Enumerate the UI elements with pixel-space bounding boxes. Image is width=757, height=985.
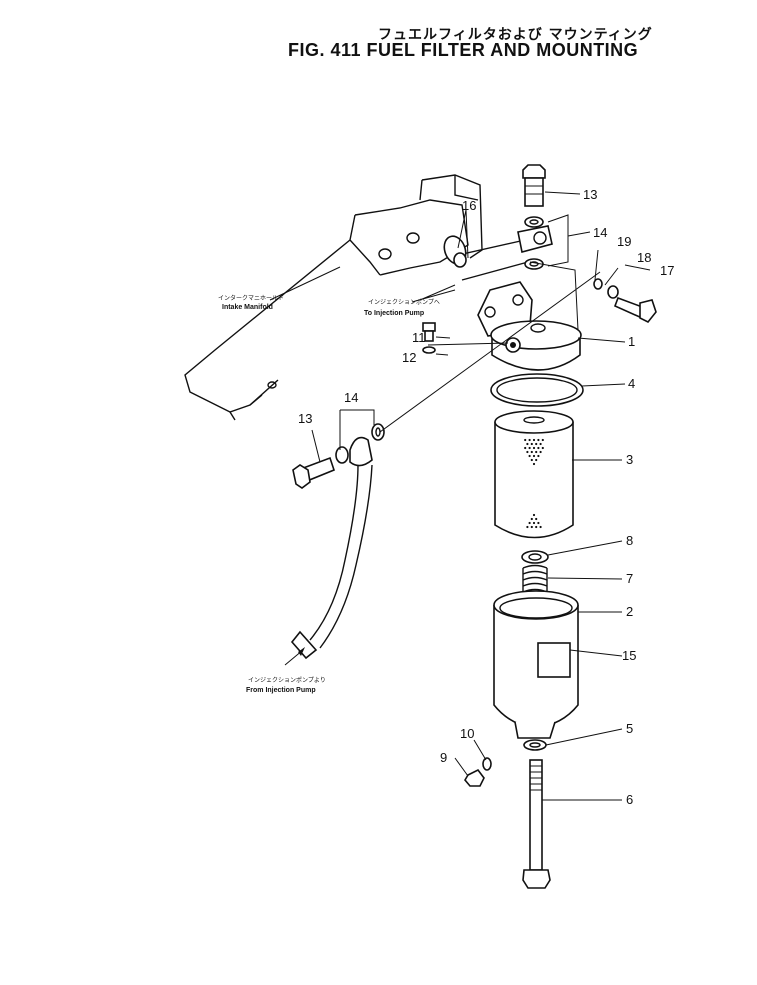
perforation-dot xyxy=(528,446,531,450)
perforation-dot xyxy=(537,438,540,442)
callout-13-upper: 13 xyxy=(583,187,597,202)
callout-14-lower: 14 xyxy=(344,390,358,405)
perforation-dot xyxy=(530,525,533,529)
callout-17: 17 xyxy=(660,263,674,278)
bolt-11-set xyxy=(422,322,436,354)
perforation-dot xyxy=(528,438,531,442)
washer-10 xyxy=(482,757,492,771)
callout-15: 15 xyxy=(622,648,636,663)
perforation-dot xyxy=(530,458,533,462)
callout-8: 8 xyxy=(626,533,633,548)
callouts: 13 14 16 19 18 17 11 12 1 4 3 8 7 2 15 5… xyxy=(298,187,674,807)
callout-11: 11 xyxy=(412,330,426,345)
callout-9: 9 xyxy=(440,750,447,765)
note-intake-jp: インタークマニホールド xyxy=(218,294,284,302)
pipe-to-injection-pump xyxy=(443,225,553,281)
perforation-dot xyxy=(537,521,540,525)
callout-6: 6 xyxy=(626,792,633,807)
perforation-dot xyxy=(535,442,538,446)
perforation-dot xyxy=(526,450,529,454)
drain-plug xyxy=(464,768,485,787)
spring xyxy=(522,564,548,593)
washer-5 xyxy=(523,739,547,751)
note-intake-en: Intake Manifold xyxy=(222,304,273,311)
callout-12: 12 xyxy=(402,350,416,365)
filter-element xyxy=(494,410,574,539)
perforation-dot xyxy=(537,454,540,458)
callout-19: 19 xyxy=(617,234,631,249)
perforation-dot xyxy=(541,438,544,442)
washer-8 xyxy=(521,550,549,564)
notes: インタークマニホールド Intake Manifold インジェクションポンプへ… xyxy=(218,294,440,694)
perforation-dot xyxy=(532,462,536,466)
note-from-pump-en: From Injection Pump xyxy=(246,687,316,694)
eye-bolt-upper xyxy=(522,164,546,270)
callout-14-upper: 14 xyxy=(593,225,607,240)
perforation-dot xyxy=(535,517,538,521)
perforation-dot xyxy=(530,442,533,446)
callout-10: 10 xyxy=(460,726,474,741)
perforation-dot xyxy=(532,446,536,450)
figure-title: FIG. 411 FUEL FILTER AND MOUNTING xyxy=(288,40,639,60)
callout-16: 16 xyxy=(462,198,476,213)
note-to-pump-en: To Injection Pump xyxy=(364,310,424,317)
o-ring xyxy=(490,373,584,407)
perforation-dot xyxy=(526,442,529,446)
callout-5: 5 xyxy=(626,721,633,736)
filter-head-bracket xyxy=(477,281,582,371)
fuel-hose xyxy=(290,464,373,660)
center-bolt xyxy=(522,759,551,889)
perforation-dot xyxy=(528,454,531,458)
perforation-dot xyxy=(526,525,529,529)
perforation-dot xyxy=(532,438,536,442)
perforation-dot xyxy=(524,446,527,450)
filter-case xyxy=(493,590,579,739)
perforation-dot xyxy=(524,438,527,442)
callout-4: 4 xyxy=(628,376,635,391)
perforation-dot xyxy=(532,521,536,525)
perforation-dot xyxy=(539,525,542,529)
callout-1: 1 xyxy=(628,334,635,349)
perforation-dot xyxy=(537,446,540,450)
eye-bolt-lower xyxy=(292,423,385,489)
note-from-pump-jp: インジェクションポンプより xyxy=(248,676,326,684)
perforation-dot xyxy=(539,442,542,446)
callout-7: 7 xyxy=(626,571,633,586)
perforation-dot xyxy=(535,525,538,529)
perforation-dot xyxy=(530,450,533,454)
perforation-dot xyxy=(535,458,538,462)
callout-2: 2 xyxy=(626,604,633,619)
title-japanese: フュエルフィルタおよび マウンティング xyxy=(378,27,653,43)
intake-manifold xyxy=(184,174,483,421)
perforation-dot xyxy=(539,450,542,454)
perforation-dot xyxy=(532,454,536,458)
bolt-17-set xyxy=(593,278,657,324)
perforation-dot xyxy=(532,513,536,517)
note-to-pump-jp: インジェクションポンプへ xyxy=(368,298,440,306)
callout-18: 18 xyxy=(637,250,651,265)
callout-13-lower: 13 xyxy=(298,411,312,426)
leader-lines xyxy=(269,191,651,801)
perforation-dot xyxy=(530,517,533,521)
callout-3: 3 xyxy=(626,452,633,467)
perforation-dot xyxy=(535,450,538,454)
perforation-dot xyxy=(541,446,544,450)
perforation-dot xyxy=(528,521,531,525)
